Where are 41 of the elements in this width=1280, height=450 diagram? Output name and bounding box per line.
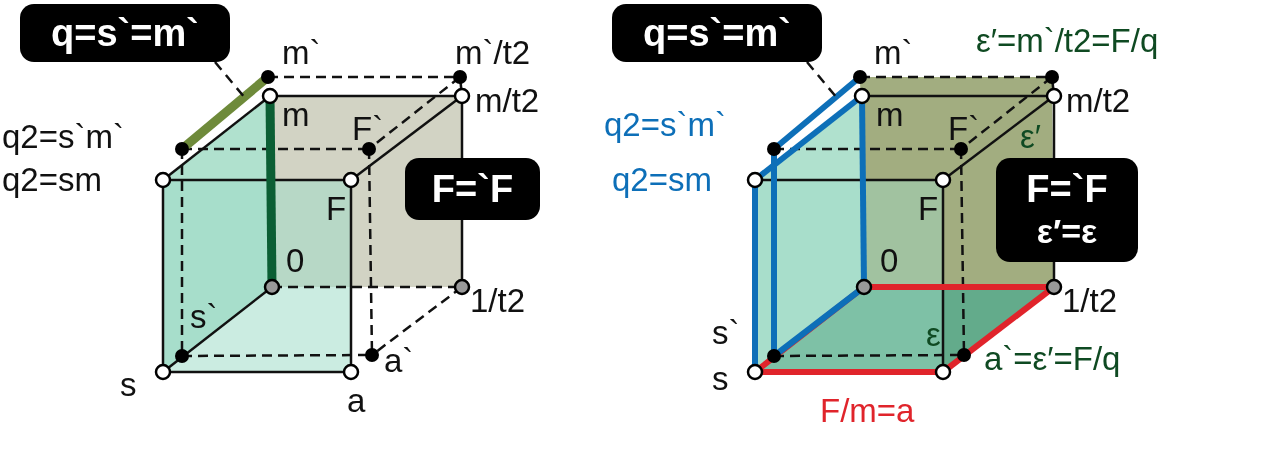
- vertex-label: 1/t2: [1062, 284, 1118, 318]
- vertex-label: q2=s`m`: [604, 108, 726, 142]
- vertex-label: F: [326, 192, 347, 226]
- vertex-label: q2=sm: [2, 163, 102, 197]
- vertex-label: m`: [282, 36, 321, 70]
- callout-box: [20, 4, 230, 62]
- vertex-label: s: [120, 368, 137, 402]
- callout-text: F=`F: [1026, 168, 1108, 210]
- vertex-label: 0: [286, 244, 305, 278]
- vertex-label: a`=ε′=F/q: [984, 342, 1121, 376]
- vertex-label: s: [712, 362, 729, 396]
- callout-text: ε′=ε: [1036, 211, 1098, 252]
- callout-box: [405, 158, 540, 220]
- callout-text: q=s`=m`: [643, 12, 791, 54]
- vertex-label: 1/t2: [470, 284, 526, 318]
- vertex-label: m`/t2: [455, 36, 531, 70]
- vertex-label: m/t2: [1066, 84, 1131, 118]
- vertex-label: q2=s`m`: [2, 120, 124, 154]
- leader-line: [214, 61, 246, 99]
- vertex-label: q2=sm: [612, 163, 712, 197]
- vertex-label: m/t2: [475, 84, 540, 118]
- callout-text: q=s`=m`: [51, 12, 199, 54]
- vertex-label: a: [347, 384, 366, 418]
- vertex-label: F`: [352, 112, 384, 146]
- callout-box: [612, 4, 822, 62]
- vertex-label: a`: [384, 344, 414, 378]
- vertex-label: ε′=m`/t2=F/q: [976, 24, 1159, 58]
- vertex-label: m: [282, 98, 310, 132]
- vertex-label: ε: [926, 318, 941, 352]
- vertex-label: 0: [880, 244, 899, 278]
- vertex-label: ε′: [1020, 120, 1041, 154]
- callout-text: F=`F: [431, 168, 514, 210]
- vertex-label: s`: [712, 316, 740, 350]
- vertex-label: F/m=a: [820, 394, 915, 428]
- vertex-label: F`: [948, 112, 980, 146]
- vertex-label: F: [918, 192, 939, 226]
- vertex-label: s`: [190, 300, 218, 334]
- vertex-label: m`: [874, 36, 913, 70]
- callout-box: [996, 158, 1138, 262]
- leader-line: [806, 61, 838, 99]
- vertex-label: m: [876, 98, 904, 132]
